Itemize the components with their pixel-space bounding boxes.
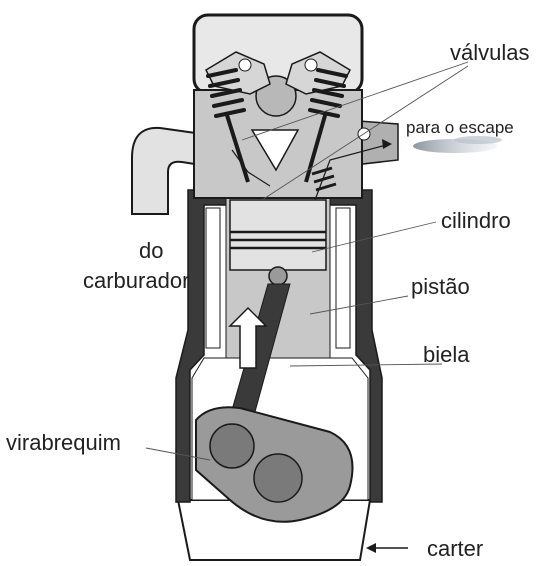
exhaust-smoke-2 [454, 136, 502, 144]
piston [230, 200, 326, 270]
label-from: do [139, 240, 163, 262]
label-piston: pistão [411, 276, 470, 298]
crankshaft-journal-right [254, 454, 302, 502]
cooling-jacket-left [206, 208, 220, 348]
label-valves: válvulas [450, 42, 529, 64]
cooling-jacket-right [336, 208, 350, 348]
leader-cylinder [312, 222, 436, 252]
label-crankshaft: virabrequim [6, 432, 121, 454]
rocker-pivot-right [305, 59, 317, 71]
label-carburetor: carburador [83, 270, 189, 292]
label-crankcase: carter [427, 538, 483, 560]
piston-pin [269, 267, 287, 285]
label-cylinder: cilindro [441, 210, 511, 232]
rocker-pivot-left [239, 59, 251, 71]
crankshaft-journal-left [210, 424, 254, 468]
crankcase-arrowhead [366, 543, 376, 553]
label-connecting-rod: biela [423, 344, 469, 366]
label-exhaust: para o escape [406, 119, 514, 136]
